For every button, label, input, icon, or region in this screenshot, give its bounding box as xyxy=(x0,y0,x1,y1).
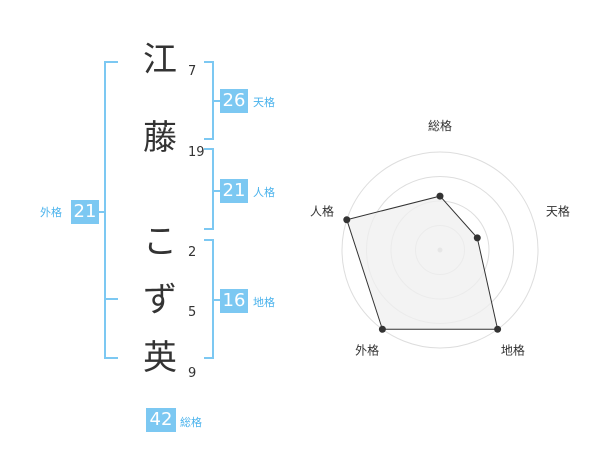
soukaku-value-badge: 42 xyxy=(146,408,176,432)
tenkaku-label: 天格 xyxy=(253,96,275,109)
radar-axis-label: 外格 xyxy=(355,342,379,357)
stroke-count-1: 7 xyxy=(188,64,197,79)
tenkaku-value-badge: 26 xyxy=(220,89,248,113)
radar-ring-4 xyxy=(341,151,539,349)
radar-axis-label: 総格 xyxy=(428,118,452,133)
stroke-count-2: 19 xyxy=(188,145,205,160)
chikaku-label: 地格 xyxy=(253,296,275,309)
name-char-1: 江 xyxy=(143,40,177,80)
jinkaku-label: 人格 xyxy=(253,186,275,199)
gaikaku-label: 外格 xyxy=(40,206,62,219)
soukaku-label: 総格 xyxy=(180,416,202,429)
chikaku-value-badge: 16 xyxy=(220,289,248,313)
radar-polygon xyxy=(346,195,499,330)
radar-point-0 xyxy=(436,192,444,200)
jinkaku-value-badge: 21 xyxy=(220,179,248,203)
name-char-4: ず xyxy=(143,280,177,320)
name-char-3: こ xyxy=(143,222,177,262)
gaikaku-value-badge: 21 xyxy=(71,200,99,224)
name-char-2: 藤 xyxy=(143,118,177,158)
radar-point-2 xyxy=(494,325,502,333)
radar-axis-label: 地格 xyxy=(501,342,525,357)
stroke-count-4: 5 xyxy=(188,305,197,320)
radar-point-4 xyxy=(343,216,351,224)
stroke-count-5: 9 xyxy=(188,366,197,381)
radar-axis-label: 人格 xyxy=(310,204,334,219)
radar-axis-label: 天格 xyxy=(546,204,570,219)
radar-point-1 xyxy=(473,234,481,242)
stroke-count-3: 2 xyxy=(188,245,197,260)
radar-point-3 xyxy=(378,325,386,333)
name-char-5: 英 xyxy=(143,338,177,378)
